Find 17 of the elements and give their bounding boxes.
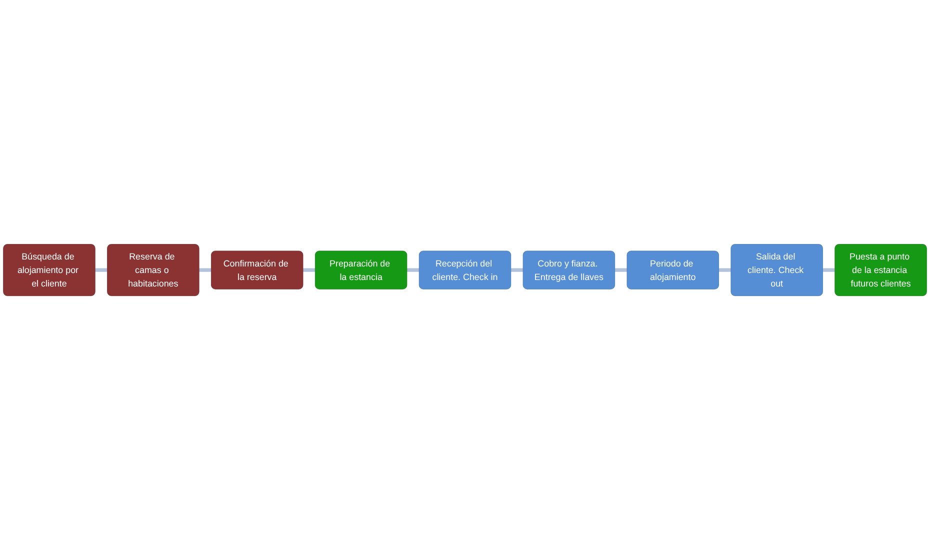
- node-box: Periodo de alojamiento: [626, 250, 719, 290]
- connector: [822, 268, 836, 272]
- node-box: Salida del cliente. Check out: [730, 244, 823, 296]
- node-box: Confirmación de la reserva: [211, 250, 304, 290]
- connector: [302, 268, 316, 272]
- node-box: Reserva de camas o habitaciones: [107, 244, 200, 296]
- connector: [198, 268, 212, 272]
- connector: [406, 268, 420, 272]
- connector: [614, 268, 628, 272]
- node-box: Preparación de la estancia: [314, 250, 408, 290]
- node-box: Puesta a punto de la estancia futuros clientes: [834, 244, 927, 296]
- connector: [510, 268, 524, 272]
- node-box: Cobro y fianza. Entrega de llaves: [522, 250, 616, 290]
- connector: [94, 268, 108, 272]
- node-box: Búsqueda de alojamiento por el cliente: [3, 244, 96, 296]
- connector: [718, 268, 732, 272]
- node-box: Recepción del cliente. Check in: [418, 250, 512, 290]
